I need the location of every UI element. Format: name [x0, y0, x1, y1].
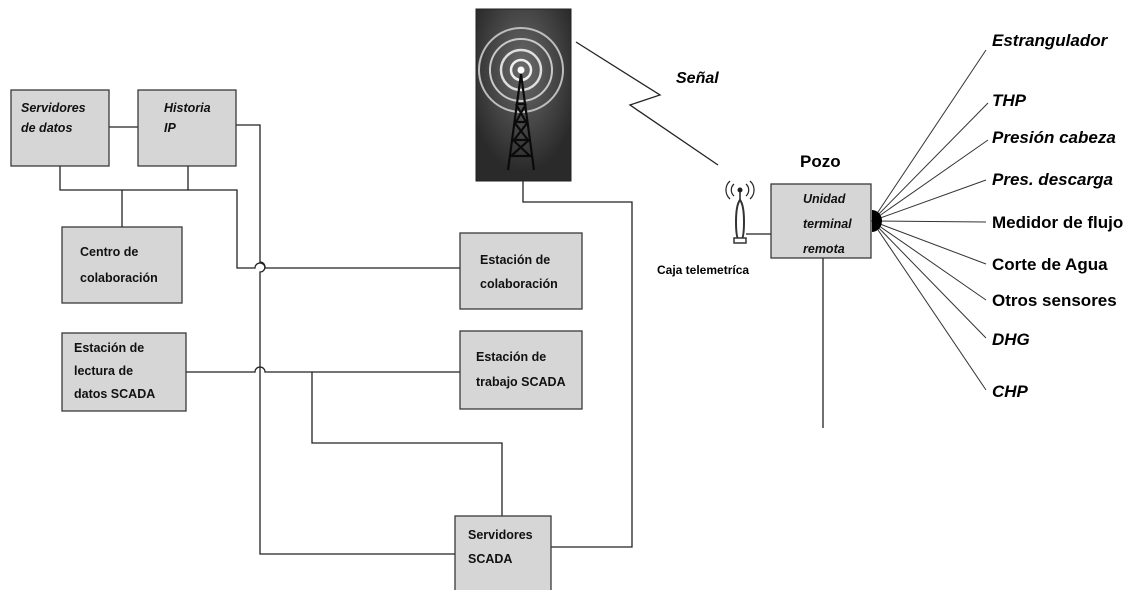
box-estacion-colaboracion-line1: Estación de: [480, 253, 550, 267]
box-servidores-scada-line1: Servidores: [468, 528, 533, 542]
connection-lines: [59, 41, 824, 555]
box-unidad-terminal-line3: remota: [803, 242, 845, 256]
sensor-thp: THP: [992, 91, 1027, 110]
box-estacion-trabajo: Estación de trabajo SCADA: [459, 330, 583, 410]
sensor-dhg: DHG: [992, 330, 1030, 349]
box-centro-colaboracion-line2: colaboración: [80, 271, 158, 285]
box-servidores-scada: Servidores SCADA: [454, 515, 552, 590]
box-servidores-datos-line1: Servidores: [21, 101, 86, 115]
box-unidad-terminal-line1: Unidad: [803, 192, 846, 206]
sensor-otros: Otros sensores: [992, 291, 1117, 310]
telemetry-box-label: Caja telemetríca: [657, 263, 749, 277]
signal-label: Señal: [676, 70, 719, 87]
box-estacion-lectura-line3: datos SCADA: [74, 387, 155, 401]
box-centro-colaboracion-line1: Centro de: [80, 245, 138, 259]
well-label: Pozo: [800, 152, 841, 171]
sensor-chp: CHP: [992, 382, 1029, 401]
sensor-corte-agua: Corte de Agua: [992, 255, 1108, 274]
sensor-presion-cabeza: Presión cabeza: [992, 128, 1116, 147]
box-estacion-lectura-line1: Estación de: [74, 341, 144, 355]
box-servidores-datos-line2: de datos: [21, 121, 72, 135]
box-unidad-terminal: Unidad terminal remota: [770, 183, 872, 259]
telemetry-antenna-icon: [725, 180, 755, 244]
box-estacion-colaboracion: Estación de colaboración: [459, 232, 583, 310]
box-centro-colaboracion: Centro de colaboración: [61, 226, 183, 304]
box-servidores-datos: Servidores de datos: [10, 89, 110, 167]
box-unidad-terminal-line2: terminal: [803, 217, 852, 231]
box-estacion-colaboracion-line2: colaboración: [480, 277, 558, 291]
box-estacion-trabajo-line2: trabajo SCADA: [476, 375, 566, 389]
box-estacion-lectura-line2: lectura de: [74, 364, 133, 378]
sensor-hub-icon: [872, 210, 882, 232]
sensor-medidor-flujo: Medidor de flujo: [992, 213, 1123, 232]
box-estacion-trabajo-line1: Estación de: [476, 350, 546, 364]
box-servidores-scada-line2: SCADA: [468, 552, 512, 566]
sensor-pres-descarga: Pres. descarga: [992, 170, 1113, 189]
radio-tower-icon: [475, 8, 572, 182]
box-historia-ip-line2: IP: [164, 121, 176, 135]
sensor-fan: Estrangulador THP Presión cabeza Pres. d…: [871, 31, 1123, 401]
box-historia-ip-line1: Historia: [164, 101, 211, 115]
signal-lightning: [575, 41, 719, 166]
box-estacion-lectura: Estación de lectura de datos SCADA: [61, 332, 187, 412]
sensor-lines: [871, 49, 989, 391]
sensor-estrangulador: Estrangulador: [992, 31, 1109, 50]
box-historia-ip: Historia IP: [137, 89, 237, 167]
